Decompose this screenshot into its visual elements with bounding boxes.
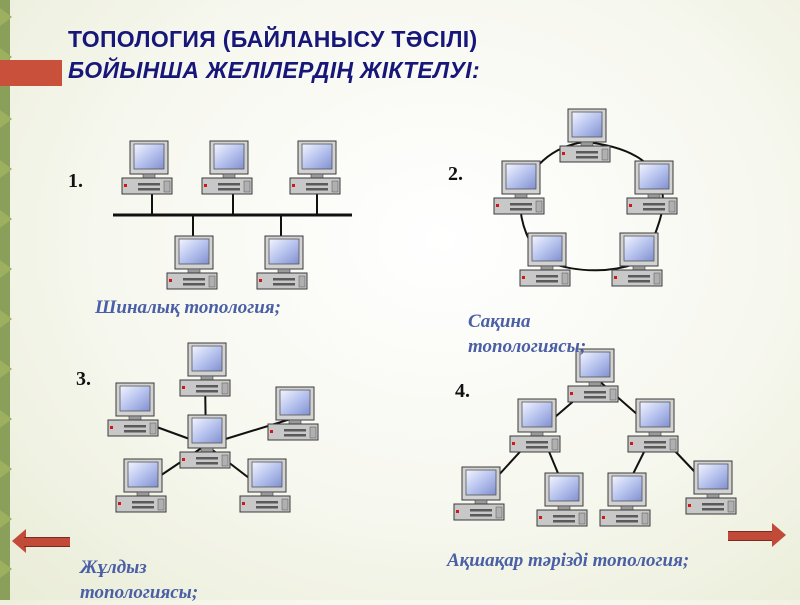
computer-icon (493, 160, 545, 215)
computer-icon (289, 140, 341, 195)
chevron-decoration (0, 310, 12, 328)
topology-number-3: 3. (76, 368, 91, 390)
computer-icon (256, 235, 308, 290)
title-accent-bar (0, 60, 62, 86)
caption-star-topology: Жұлдыз топологиясы; (80, 557, 199, 603)
computer-icon (267, 386, 319, 441)
computer-icon (519, 232, 571, 287)
chevron-decoration (0, 510, 12, 528)
caption-ring-topology: Сақина топологиясы; (468, 311, 587, 357)
caption-tree-topology: Ақшақар тәрізді топология; (447, 550, 690, 571)
computer-icon (239, 458, 291, 513)
topology-number-4: 4. (455, 380, 470, 402)
decorative-rail (0, 0, 10, 600)
chevron-decoration (0, 360, 12, 378)
computer-icon (611, 232, 663, 287)
chevron-decoration (0, 210, 12, 228)
chevron-decoration (0, 8, 12, 26)
computer-icon (599, 472, 651, 527)
computer-icon (201, 140, 253, 195)
chevron-decoration (0, 110, 12, 128)
arrow-right-icon[interactable] (716, 523, 786, 547)
topology-number-2: 2. (448, 163, 463, 185)
computer-icon (536, 472, 588, 527)
chevron-decoration (0, 410, 12, 428)
computer-icon (627, 398, 679, 453)
chevron-decoration (0, 460, 12, 478)
computer-icon (107, 382, 159, 437)
caption-bus-topology: Шиналық топология; (95, 297, 281, 318)
arrow-left-icon[interactable] (12, 529, 82, 553)
chevron-decoration (0, 260, 12, 278)
title-line-1: ТОПОЛОГИЯ (БАЙЛАНЫСУ ТӘСІЛІ) (68, 26, 478, 52)
computer-icon (685, 460, 737, 515)
title-line-2: БОЙЫНША ЖЕЛІЛЕРДІҢ ЖІКТЕЛУІ: (68, 57, 480, 83)
computer-icon (626, 160, 678, 215)
computer-icon (509, 398, 561, 453)
chevron-decoration (0, 560, 12, 578)
computer-icon (121, 140, 173, 195)
computer-icon (179, 342, 231, 397)
computer-icon (115, 458, 167, 513)
computer-icon (559, 108, 611, 163)
computer-icon (453, 466, 505, 521)
computer-icon (166, 235, 218, 290)
computer-icon (179, 414, 231, 469)
slide-title: ТОПОЛОГИЯ (БАЙЛАНЫСУ ТӘСІЛІ) БОЙЫНША ЖЕЛ… (68, 24, 480, 86)
chevron-decoration (0, 160, 12, 178)
topology-number-1: 1. (68, 170, 83, 192)
